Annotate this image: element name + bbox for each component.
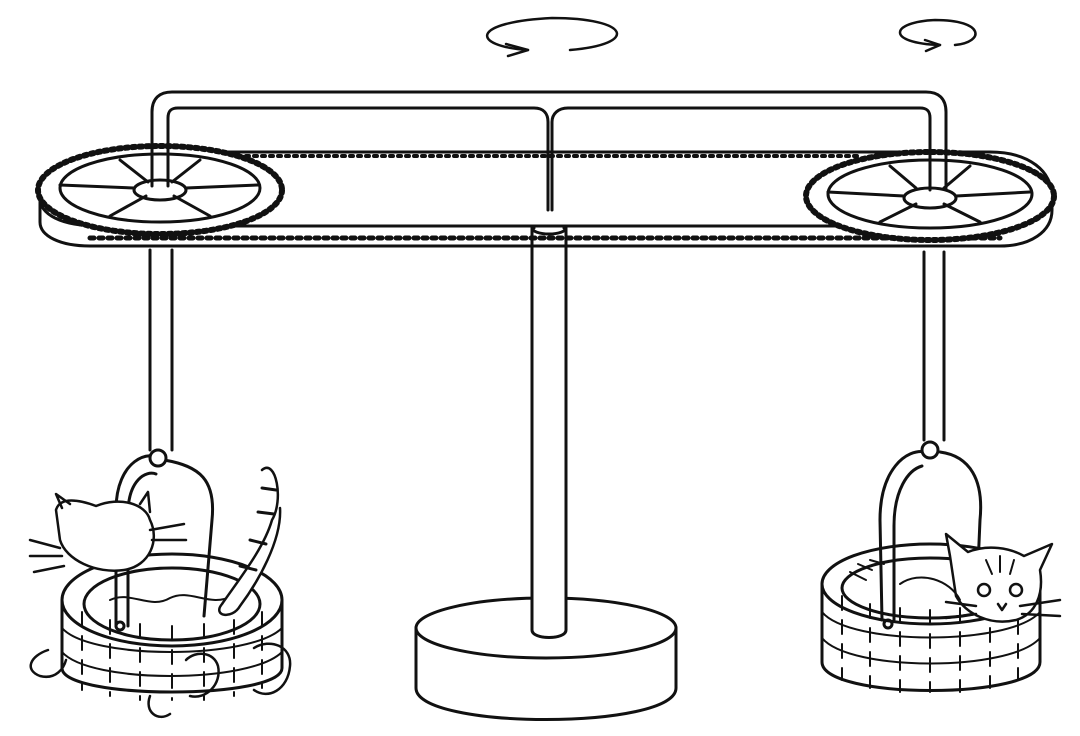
top-crossbar (150, 90, 948, 212)
left-rotation-arrow-icon (485, 16, 619, 58)
left-gear (35, 143, 285, 237)
left-hanging-rod (148, 248, 174, 452)
right-basket-handle (878, 440, 983, 630)
central-post (530, 204, 568, 639)
right-rotation-arrow-icon (898, 18, 977, 53)
right-kitten (899, 532, 1062, 623)
right-hanging-rod (922, 250, 946, 442)
left-kitten (28, 466, 292, 719)
